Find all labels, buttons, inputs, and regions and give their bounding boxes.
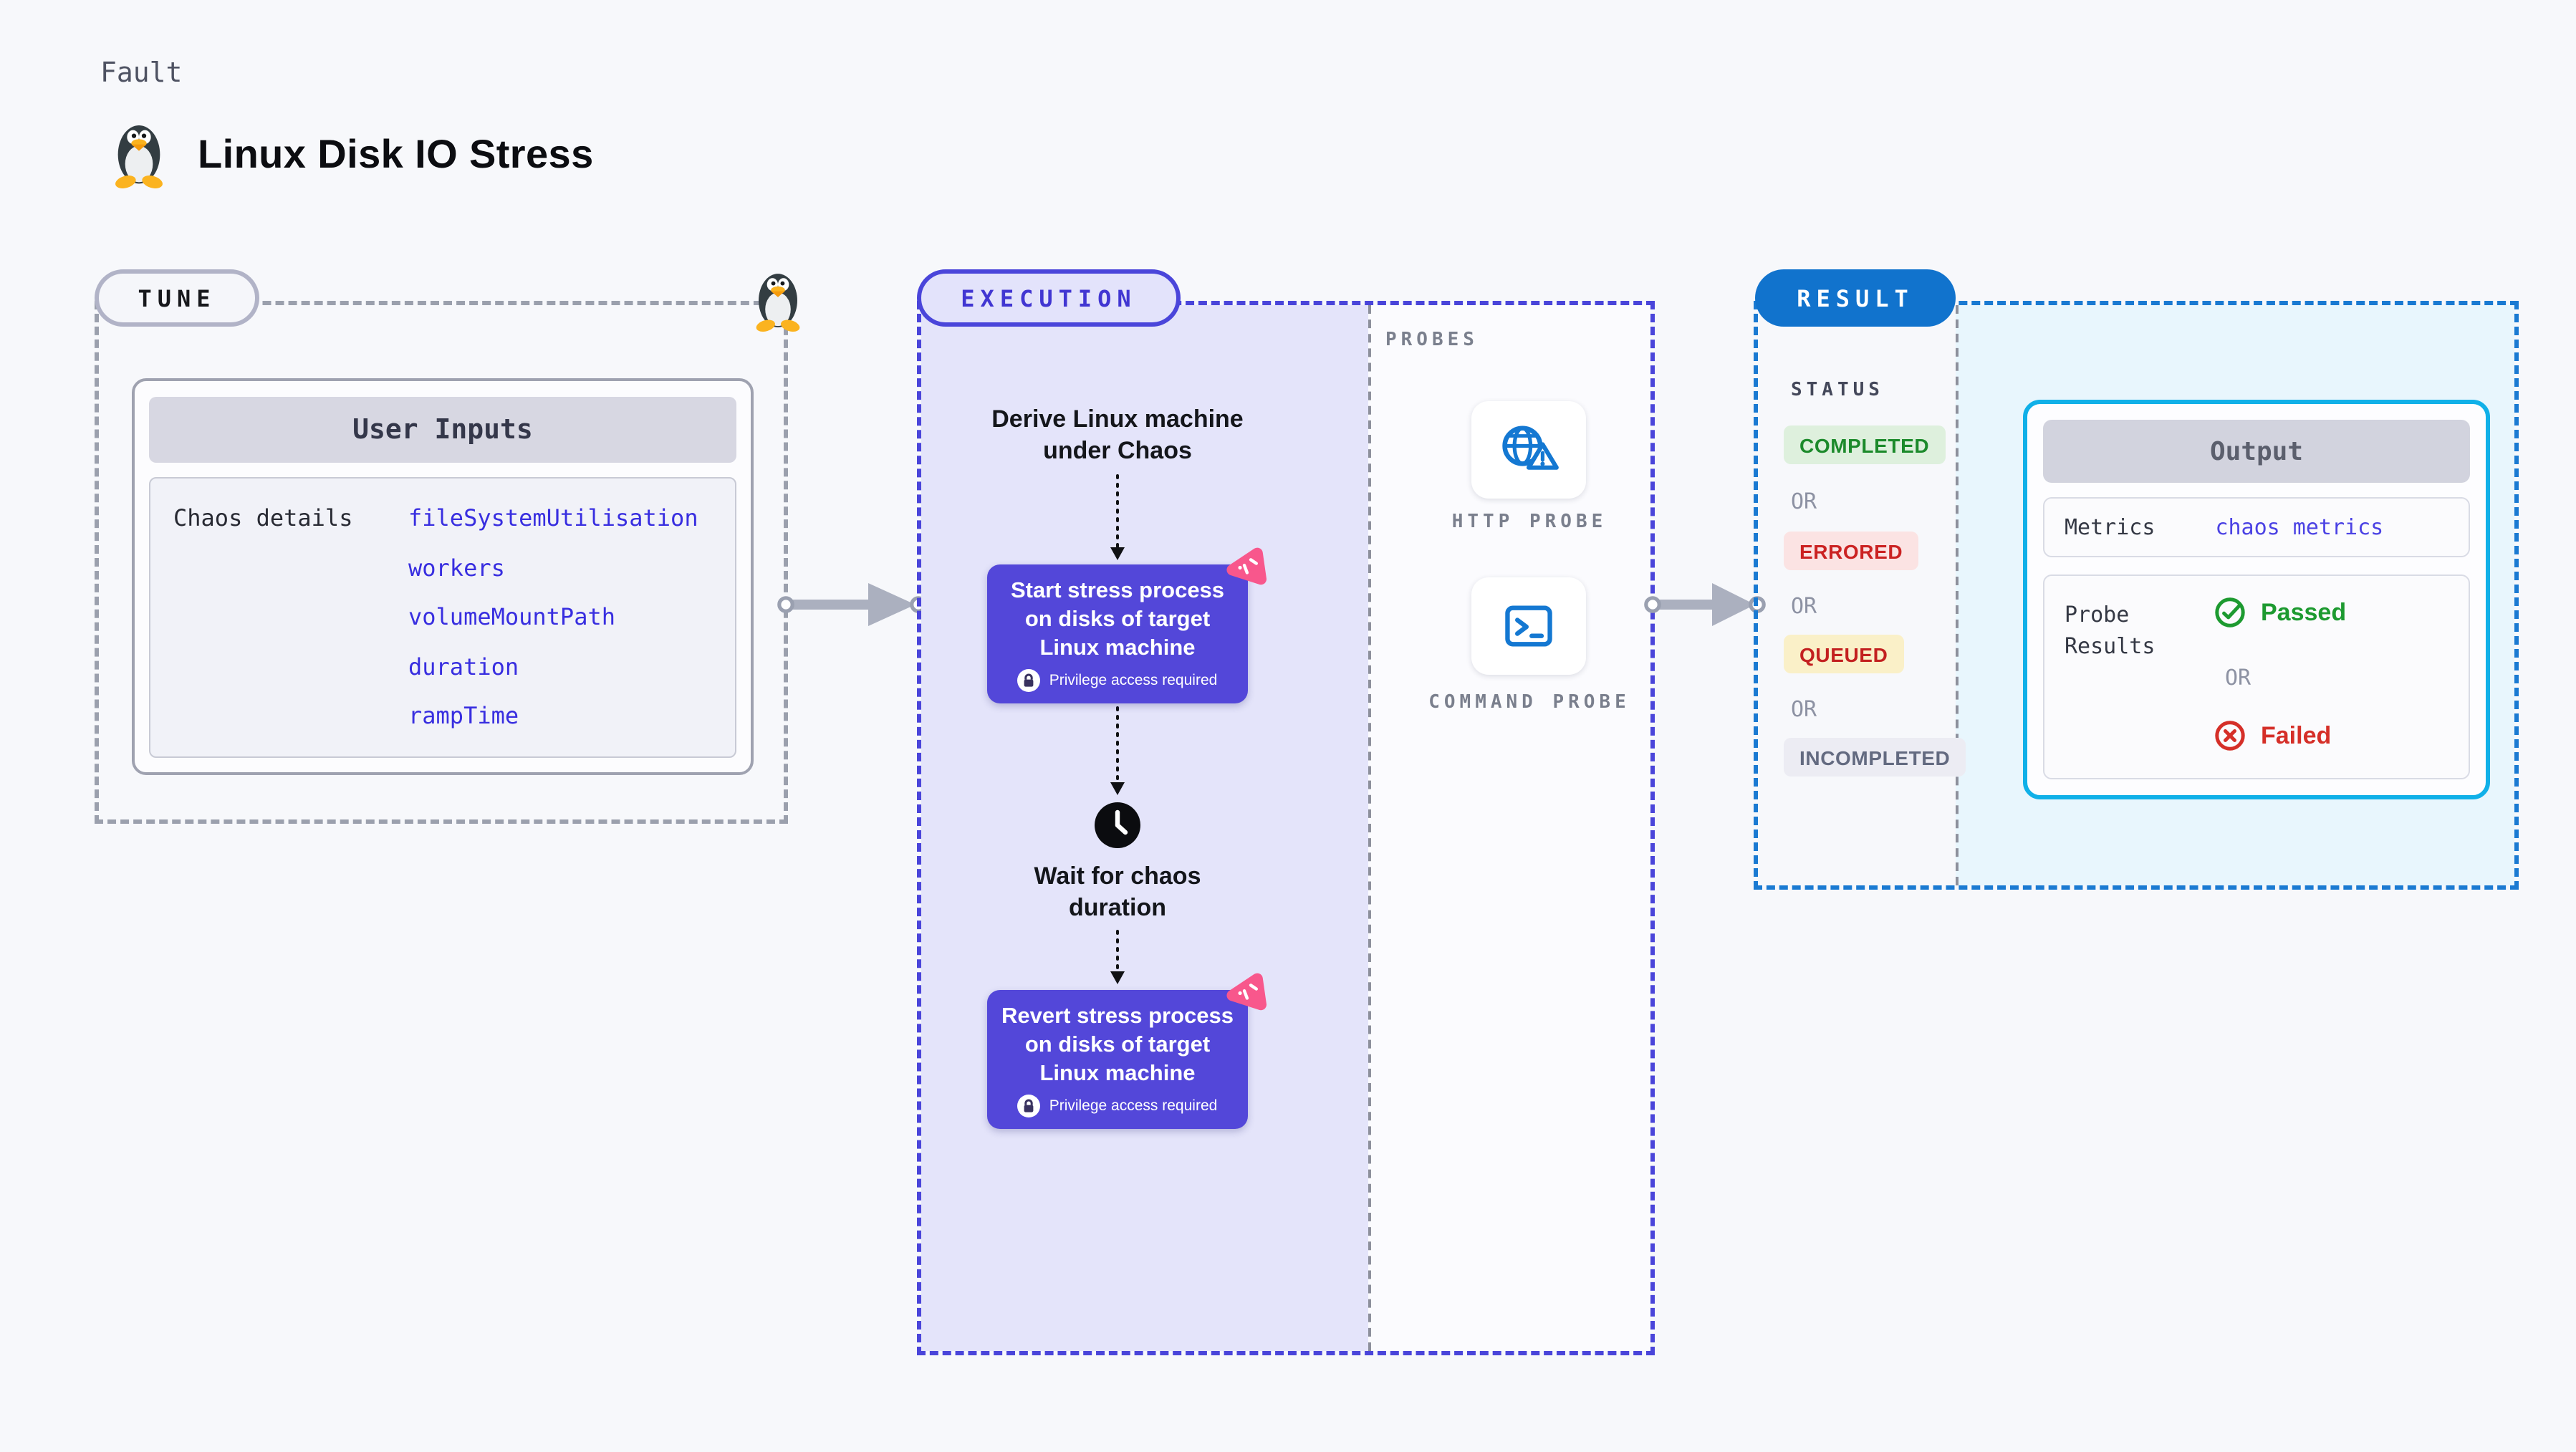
terminal-icon — [1505, 605, 1552, 647]
input-value-duration[interactable]: duration — [408, 653, 519, 681]
probe-results-label: Probe Results — [2065, 602, 2156, 659]
or-separator: OR — [2225, 665, 2251, 691]
input-value-workers[interactable]: workers — [408, 554, 505, 582]
lock-icon — [1017, 669, 1041, 692]
start-stress-task-card[interactable]: Start stress process on disks of target … — [987, 564, 1248, 703]
flow-arrow-2 — [1110, 706, 1125, 795]
revert-stress-task-card[interactable]: Revert stress process on disks of target… — [987, 990, 1248, 1129]
flow-arrow-3 — [1110, 930, 1125, 984]
clock-icon — [1095, 802, 1140, 848]
input-value-volumemountpath[interactable]: volumeMountPath — [408, 603, 615, 630]
flow-arrow-1 — [1110, 474, 1125, 560]
tux-penguin-icon — [115, 125, 163, 188]
chaos-scar-icon — [1226, 973, 1267, 1011]
x-circle-icon — [2215, 721, 2245, 751]
http-probe-label: HTTP PROBE — [1451, 511, 1607, 533]
status-title: STATUS — [1791, 380, 1884, 401]
user-inputs-header: User Inputs — [149, 397, 736, 463]
probes-title: PROBES — [1385, 330, 1479, 351]
passed-label: Passed — [2261, 598, 2347, 625]
globe-warning-icon — [1502, 425, 1559, 469]
execution-flow-panel — [921, 305, 1368, 1351]
or-separator: OR — [1791, 489, 1817, 514]
wait-step-label: Wait for chaos duration — [1034, 862, 1201, 921]
execution-section-box — [917, 301, 1655, 1355]
revert-stress-task-text: Revert stress process on disks of target… — [1001, 1004, 1234, 1086]
derive-step-label: Derive Linux machine under Chaos — [991, 405, 1244, 464]
tune-section-box — [95, 301, 788, 824]
tune-to-execution-arrow — [777, 583, 927, 626]
status-badge-completed: COMPLETED — [1784, 425, 1946, 464]
metrics-value-link[interactable]: chaos metrics — [2215, 514, 2384, 540]
status-badge-incompleted: INCOMPLETED — [1784, 738, 1966, 777]
input-value-filesystemutilisation[interactable]: fileSystemUtilisation — [408, 504, 698, 532]
metrics-label: Metrics — [2065, 514, 2156, 540]
status-badge-errored: ERRORED — [1784, 532, 1919, 570]
passed-result: Passed — [2214, 596, 2346, 629]
http-probe-card[interactable] — [1471, 401, 1586, 499]
input-value-ramptime[interactable]: rampTime — [408, 702, 519, 729]
failed-label: Failed — [2261, 721, 2332, 749]
command-probe-card[interactable] — [1471, 577, 1586, 675]
privilege-access-label: Privilege access required — [1049, 672, 1218, 689]
metrics-row: Metrics chaos metrics — [2043, 497, 2470, 557]
failed-result: Failed — [2214, 719, 2331, 752]
output-header: Output — [2043, 420, 2470, 483]
or-separator: OR — [1791, 593, 1817, 619]
tux-penguin-corner-icon — [756, 274, 800, 332]
start-stress-task-text: Start stress process on disks of target … — [1010, 579, 1225, 660]
check-circle-icon — [2215, 597, 2245, 628]
lock-icon — [1017, 1095, 1041, 1117]
execution-to-result-arrow — [1644, 583, 1766, 626]
privilege-access-label: Privilege access required — [1049, 1097, 1218, 1115]
chaos-scar-icon — [1226, 547, 1267, 585]
status-badge-queued: QUEUED — [1784, 635, 1904, 673]
command-probe-label: COMMAND PROBE — [1428, 692, 1630, 713]
user-inputs-list — [149, 477, 736, 758]
probe-results-row: Probe Results Passed OR Failed — [2043, 574, 2470, 779]
fault-eyebrow-label: Fault — [100, 57, 183, 89]
chaos-details-label: Chaos details — [173, 504, 353, 532]
execution-pill: EXECUTION — [917, 269, 1181, 327]
page-title: Linux Disk IO Stress — [198, 132, 594, 176]
result-pill: RESULT — [1755, 269, 1956, 327]
or-separator: OR — [1791, 696, 1817, 722]
tune-pill: TUNE — [95, 269, 259, 327]
